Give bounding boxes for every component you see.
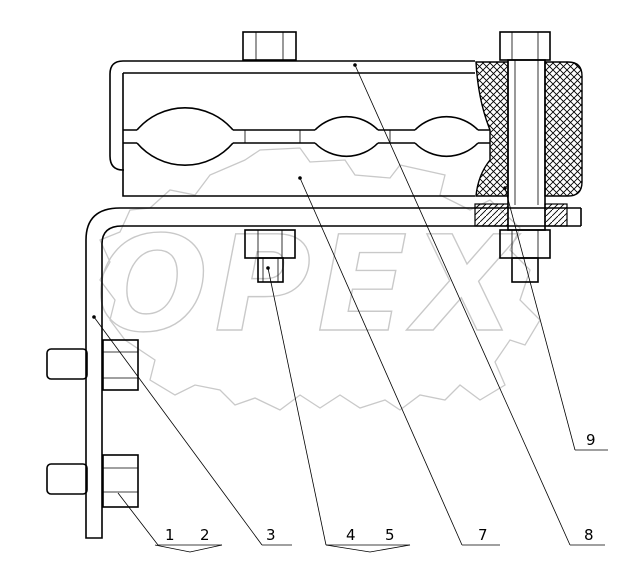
callout-5: 5	[385, 526, 395, 544]
top-right-bolt-head	[499, 31, 551, 61]
angle-bracket	[85, 207, 582, 539]
section-right-end	[474, 61, 583, 227]
callout-4: 4	[346, 526, 356, 544]
bore-right	[414, 116, 479, 157]
watermark-gear	[99, 147, 541, 411]
upper-clamp-body	[109, 60, 475, 197]
pipe-bores	[123, 107, 490, 166]
watermark: OPEX	[95, 147, 541, 411]
callout-9: 9	[586, 431, 596, 449]
middle-lower-nut	[244, 229, 296, 283]
top-left-bolt-head	[242, 31, 297, 61]
callout-7: 7	[478, 526, 488, 544]
callout-8: 8	[584, 526, 594, 544]
leader-lines	[92, 63, 608, 553]
bore-middle	[314, 116, 379, 157]
watermark-text: OPEX	[96, 208, 521, 362]
callout-2: 2	[200, 526, 210, 544]
callout-1: 1	[165, 526, 175, 544]
bore-large	[136, 107, 234, 166]
left-upper-bolt	[46, 339, 139, 391]
right-lower-nut	[499, 229, 551, 283]
callout-3: 3	[266, 526, 276, 544]
right-bolt-shank	[507, 59, 546, 231]
left-lower-bolt	[46, 454, 139, 508]
